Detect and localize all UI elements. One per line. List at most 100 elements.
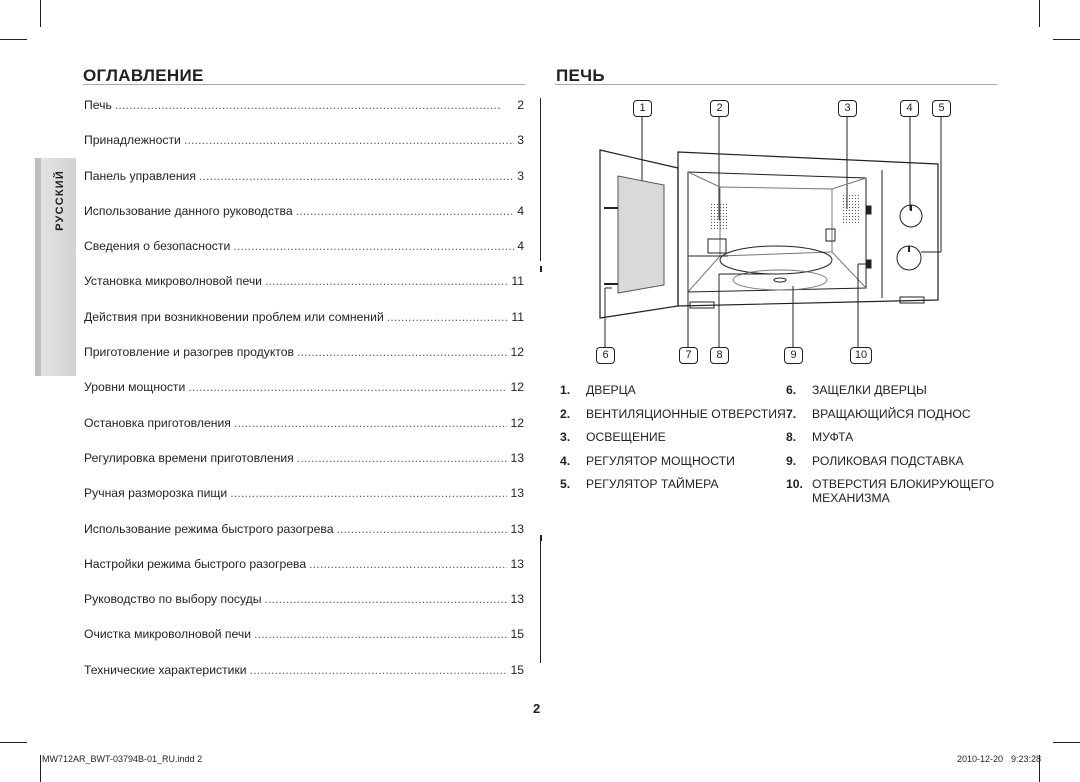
toc-item[interactable]: Уровни мощности12 bbox=[84, 380, 524, 415]
legend-number: 1. bbox=[560, 383, 571, 397]
toc-item-title: Использование данного руководства bbox=[84, 203, 293, 218]
legend-label: РЕГУЛЯТОР МОЩНОСТИ bbox=[586, 453, 735, 468]
toc-leader-dots bbox=[309, 557, 507, 571]
legend-number: 4. bbox=[560, 453, 571, 468]
legend-number: 9. bbox=[786, 453, 797, 468]
toc-item[interactable]: Ручная разморозка пищи 13 bbox=[84, 486, 524, 521]
column-divider-tick bbox=[540, 266, 542, 272]
toc-item[interactable]: Принадлежности3 bbox=[84, 133, 524, 168]
toc-item[interactable]: Установка микроволновой печи11 bbox=[84, 274, 524, 309]
toc-leader-dots bbox=[297, 451, 508, 465]
toc-item-title: Ручная разморозка пищи bbox=[84, 486, 228, 501]
oven-light bbox=[825, 228, 836, 242]
column-divider-tick bbox=[540, 535, 542, 541]
column-divider bbox=[540, 98, 541, 261]
toc-item-page: 11 bbox=[511, 309, 524, 324]
toc-item-title: Принадлежности bbox=[84, 133, 181, 148]
legend-label-line2: МЕХАНИЗМА bbox=[812, 491, 890, 505]
toc-leader-dots bbox=[254, 627, 507, 641]
toc-item-title: Печь bbox=[84, 98, 112, 112]
toc-item[interactable]: Использование режима быстрого разогрева 1… bbox=[84, 522, 524, 557]
toc-leader-dots bbox=[199, 169, 514, 183]
toc-leader-dots bbox=[336, 522, 507, 536]
legend-number: 7. bbox=[786, 406, 797, 421]
toc-item-title: Использование режима быстрого разогрева bbox=[84, 521, 334, 536]
toc-leader-dots bbox=[184, 133, 514, 147]
toc-item-page: 12 bbox=[510, 380, 524, 395]
toc-item[interactable]: Очистка микроволновой печи15 bbox=[84, 627, 524, 662]
legend-label: ОТВЕРСТИЯ БЛОКИРУЮЩЕГО bbox=[812, 477, 995, 491]
toc-leader-dots bbox=[265, 592, 508, 606]
toc-item[interactable]: Технические характеристики15 bbox=[84, 663, 524, 698]
toc-item-page: 13 bbox=[510, 592, 524, 607]
toc-leader-dots bbox=[387, 310, 509, 324]
toc-item-page: 4 bbox=[517, 203, 524, 218]
toc-item[interactable]: Настройки режима быстрого разогрева13 bbox=[84, 557, 524, 592]
oven-foot-left bbox=[689, 301, 715, 309]
crop-mark bbox=[1053, 39, 1080, 40]
callout-number: 2 bbox=[710, 100, 729, 117]
legend-number: 8. bbox=[786, 430, 797, 444]
toc-title-rule bbox=[83, 84, 525, 85]
toc-item[interactable]: Сведения о безопасности4 bbox=[84, 239, 524, 274]
toc-item-title: Руководство по выбору посуды bbox=[84, 592, 262, 607]
toc-item-page: 13 bbox=[510, 486, 524, 501]
toc-item-page: 4 bbox=[517, 239, 524, 254]
page-number: 2 bbox=[533, 701, 541, 716]
toc-item[interactable]: Приготовление и разогрев продуктов12 bbox=[84, 345, 524, 380]
toc-item[interactable]: Использование данного руководства 4 bbox=[84, 204, 524, 239]
language-tab-label: РУССКИЙ bbox=[54, 170, 66, 231]
toc-item-page: 13 bbox=[510, 450, 524, 465]
toc-item-page: 12 bbox=[510, 345, 524, 360]
vent-holes bbox=[710, 202, 728, 230]
toc-leader-dots bbox=[297, 345, 507, 359]
legend-label: ОСВЕЩЕНИЕ bbox=[586, 430, 666, 444]
toc-item-title: Панель управления bbox=[84, 168, 196, 183]
callout-number: 4 bbox=[900, 100, 919, 117]
toc-item[interactable]: Печь2 bbox=[84, 98, 524, 133]
crop-mark bbox=[1039, 755, 1040, 782]
lock-hole-top bbox=[865, 205, 872, 215]
footer-file: MW712AR_BWT-03794B-01_RU.indd 2 bbox=[42, 754, 203, 764]
legend-label: ЗАЩЕЛКИ ДВЕРЦЫ bbox=[812, 383, 927, 397]
turntable bbox=[719, 245, 833, 275]
language-tab-bar bbox=[35, 158, 41, 376]
legend-item: 7.ВРАЩАЮЩИЙСЯ ПОДНОС bbox=[786, 407, 971, 421]
toc-item-title: Установка микроволновой печи bbox=[84, 274, 262, 289]
legend-item: 8. МУФТА bbox=[786, 430, 853, 444]
roller-ring bbox=[732, 269, 828, 291]
callout-number: 5 bbox=[932, 100, 951, 117]
oven-title: ПЕЧЬ bbox=[556, 66, 605, 85]
legend-label: ВЕНТИЛЯЦИОННЫЕ ОТВЕРСТИЯ bbox=[586, 406, 786, 421]
door-window bbox=[617, 175, 665, 294]
toc-item[interactable]: Регулировка времени приготовления 13 bbox=[84, 451, 524, 486]
legend-number: 2. bbox=[560, 406, 571, 421]
legend-label: МУФТА bbox=[812, 430, 854, 444]
legend-number: 3. bbox=[560, 430, 571, 444]
legend-item: 1.ДВЕРЦА bbox=[560, 383, 636, 397]
callout-number: 1 bbox=[633, 100, 652, 117]
toc-item-page: 15 bbox=[510, 662, 524, 677]
toc-leader-dots bbox=[115, 98, 514, 112]
toc-item[interactable]: Остановка приготовления12 bbox=[84, 416, 524, 451]
oven-diagram bbox=[599, 116, 942, 347]
callout-number: 3 bbox=[838, 100, 857, 117]
legend-item: 2. ВЕНТИЛЯЦИОННЫЕ ОТВЕРСТИЯ bbox=[560, 407, 786, 421]
toc-leader-dots bbox=[233, 239, 514, 253]
callout-number: 7 bbox=[679, 347, 698, 364]
legend-label: РЕГУЛЯТОР ТАЙМЕРА bbox=[586, 477, 719, 491]
toc-item[interactable]: Руководство по выбору посуды 13 bbox=[84, 592, 524, 627]
toc-item-page: 13 bbox=[510, 521, 524, 536]
language-tab: РУССКИЙ bbox=[35, 158, 76, 376]
toc-item-title: Регулировка времени приготовления bbox=[84, 450, 294, 465]
footer-date: 2010-12-20 bbox=[957, 754, 1004, 764]
toc-title: ОГЛАВЛЕНИЕ bbox=[83, 66, 204, 85]
toc-leader-dots bbox=[230, 486, 507, 500]
legend-number: 5. bbox=[560, 477, 571, 491]
callout-number: 8 bbox=[710, 347, 729, 364]
toc-item-title: Очистка микроволновой печи bbox=[84, 627, 252, 642]
oven-foot-right bbox=[899, 296, 925, 304]
toc-item[interactable]: Панель управления3 bbox=[84, 169, 524, 204]
toc-item-title: Остановка приготовления bbox=[84, 415, 231, 430]
toc-item[interactable]: Действия при возникновении проблем или с… bbox=[84, 310, 524, 345]
